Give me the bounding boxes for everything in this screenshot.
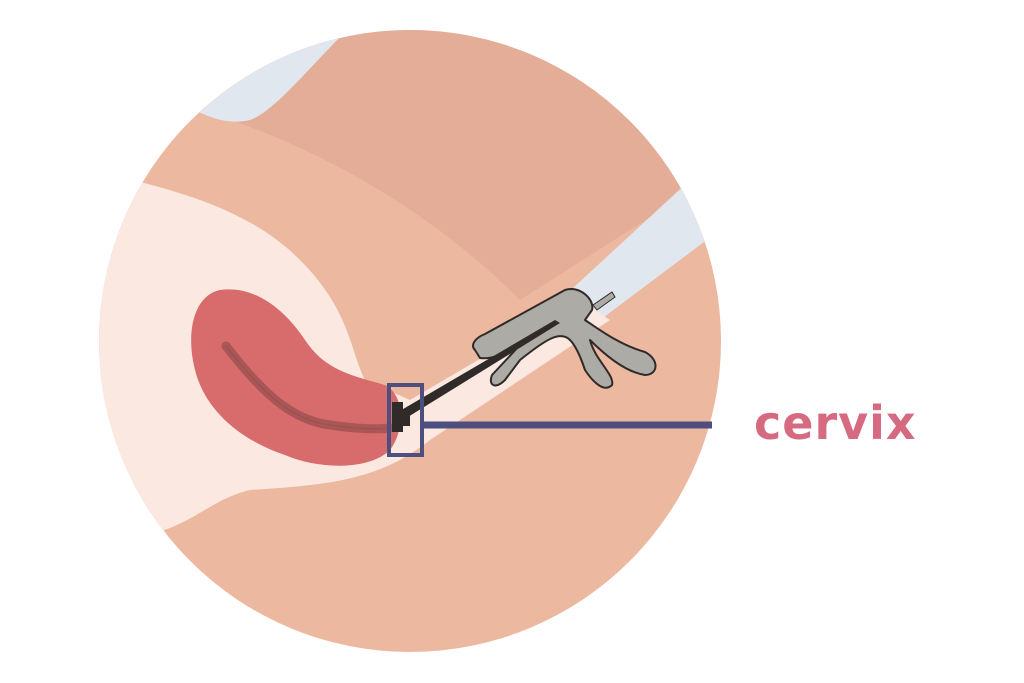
speculum-handle-stem — [592, 291, 616, 311]
cervix-highlight-box — [387, 383, 424, 457]
instrument-tip — [392, 402, 403, 432]
instrument-tip-jaw — [400, 410, 410, 426]
pelvic-cavity — [99, 170, 610, 540]
uterine-canal-outline — [225, 345, 391, 430]
cervix-label: cervix — [754, 396, 917, 450]
uterus — [191, 289, 401, 466]
right-blue-strip — [560, 180, 720, 320]
biopsy-instrument — [398, 320, 560, 420]
speculum-body — [472, 288, 657, 389]
speculum — [472, 288, 657, 389]
